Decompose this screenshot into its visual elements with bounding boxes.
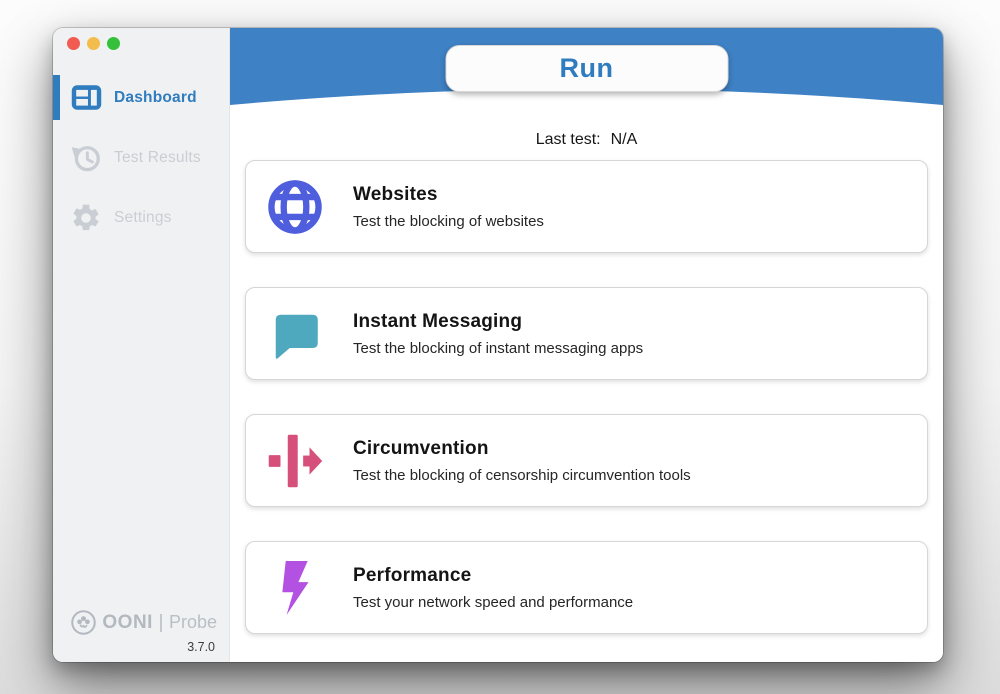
run-button[interactable]: Run — [445, 45, 728, 92]
card-title: Instant Messaging — [353, 310, 523, 332]
sidebar-footer: OONI Probe 3.7.0 — [70, 609, 217, 654]
sidebar-item-label: Test Results — [114, 148, 201, 166]
card-description: Test the blocking of censorship circumve… — [353, 466, 691, 484]
dashboard-icon — [69, 81, 103, 115]
card-description: Test your network speed and performance — [353, 593, 634, 611]
test-card-list: Websites Test the blocking of websites I… — [245, 160, 928, 634]
sidebar-item-test-results[interactable]: Test Results — [53, 135, 229, 180]
sidebar-item-label: Settings — [114, 208, 172, 226]
card-title: Performance — [353, 564, 472, 586]
last-test-status: Last test: N/A — [230, 131, 943, 149]
card-circumvention[interactable]: Circumvention Test the blocking of censo… — [245, 414, 928, 507]
run-button-label: Run — [559, 53, 614, 83]
main-content: Run Last test:N/A W — [230, 28, 943, 662]
card-title: Circumvention — [353, 437, 489, 459]
ooni-logo-icon — [70, 609, 97, 636]
zoom-button[interactable] — [107, 37, 120, 50]
last-test-label: Last test: — [535, 131, 601, 148]
sidebar: Dashboard Test Results — [53, 28, 230, 662]
circumvention-arrow-icon — [266, 432, 324, 490]
logo-product-text: Probe — [168, 612, 217, 632]
ooni-probe-logo: OONI Probe — [70, 609, 217, 636]
card-instant-messaging[interactable]: Instant Messaging Test the blocking of i… — [245, 287, 928, 380]
card-websites[interactable]: Websites Test the blocking of websites — [245, 160, 928, 253]
sidebar-item-label: Dashboard — [114, 88, 197, 106]
sidebar-item-dashboard[interactable]: Dashboard — [53, 75, 229, 120]
gear-icon — [69, 201, 103, 235]
active-indicator — [53, 75, 60, 120]
sidebar-item-settings[interactable]: Settings — [53, 195, 229, 240]
globe-icon — [266, 178, 324, 236]
minimize-button[interactable] — [87, 37, 100, 50]
last-test-value: N/A — [610, 131, 638, 148]
logo-divider — [159, 613, 162, 632]
chat-bubble-icon — [266, 305, 324, 363]
app-window: Dashboard Test Results — [53, 28, 943, 662]
sidebar-nav: Dashboard Test Results — [53, 75, 229, 255]
traffic-lights — [67, 37, 120, 50]
card-performance[interactable]: Performance Test your network speed and … — [245, 541, 928, 634]
card-description: Test the blocking of websites — [353, 212, 544, 230]
card-description: Test the blocking of instant messaging a… — [353, 339, 644, 357]
history-icon — [69, 141, 103, 175]
logo-brand-text: OONI — [102, 611, 153, 633]
close-button[interactable] — [67, 37, 80, 50]
lightning-bolt-icon — [266, 559, 324, 617]
version-label: 3.7.0 — [187, 640, 215, 654]
card-title: Websites — [353, 183, 438, 205]
